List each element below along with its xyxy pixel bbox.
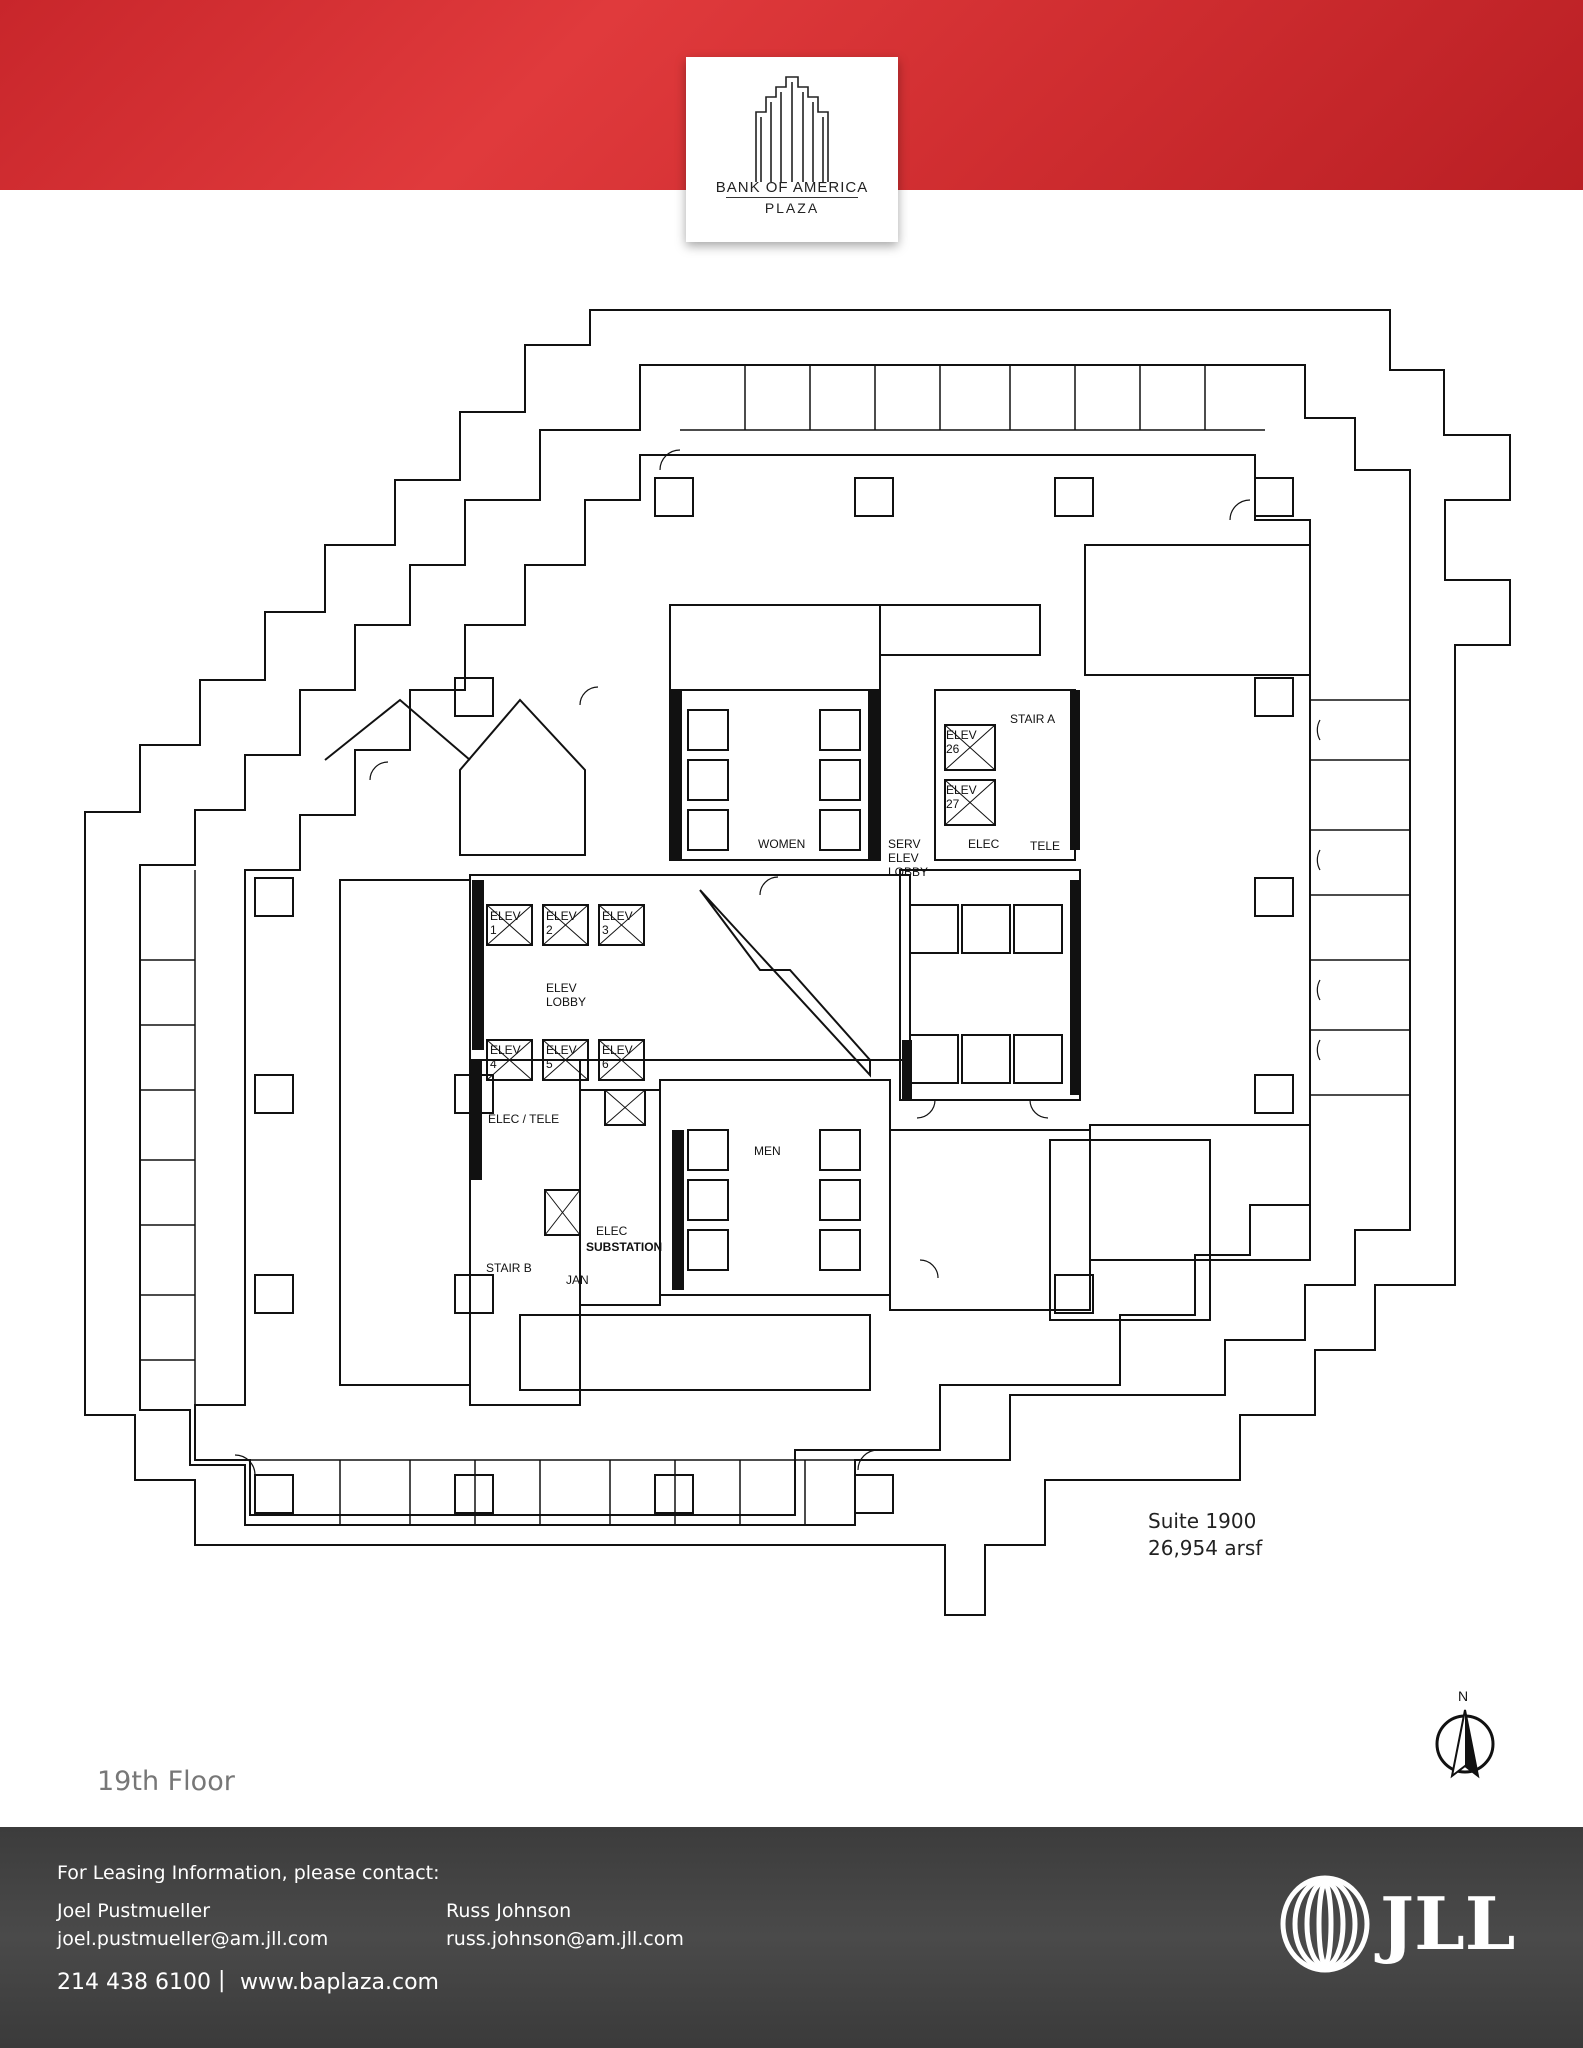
suite-info: Suite 1900 26,954 arsf	[1148, 1508, 1262, 1562]
logo-line2: PLAZA	[764, 200, 820, 216]
elev-2-label: ELEV	[546, 909, 577, 923]
men-restroom-label: MEN	[754, 1144, 781, 1158]
elec-tele-label: ELEC / TELE	[488, 1112, 560, 1126]
elev-27-number: 27	[946, 797, 960, 811]
website-link[interactable]: www.baplaza.com	[240, 1970, 439, 1995]
north-arrow: N	[1430, 1688, 1500, 1779]
elev-5-number: 5	[546, 1057, 553, 1071]
elev-4-label: ELEV	[490, 1043, 521, 1057]
tower-icon	[755, 76, 829, 182]
stair-a-label: STAIR A	[1010, 712, 1056, 726]
tele-room-label: TELE	[1030, 839, 1061, 853]
elec-room-label: ELEC	[968, 837, 1000, 851]
office-ring-inner	[194, 454, 1311, 1516]
elev-lobby-label-2: LOBBY	[546, 995, 587, 1009]
footer-separator: |	[218, 1968, 226, 1993]
north-label: N	[1458, 1688, 1469, 1704]
elev-5-label: ELEV	[546, 1043, 577, 1057]
janitor-label: JAN	[566, 1273, 589, 1287]
serv-elev-lobby-label-1: SERV	[888, 837, 921, 851]
jll-mark-icon	[1280, 1875, 1370, 1973]
elev-2-number: 2	[546, 923, 553, 937]
elev-6-number: 6	[602, 1057, 609, 1071]
stair-b-label: STAIR B	[486, 1261, 532, 1275]
suite-area: 26,954 arsf	[1148, 1536, 1263, 1560]
elev-4-number: 4	[490, 1057, 497, 1071]
serv-elev-lobby-label-2: ELEV	[888, 851, 919, 865]
outer-boundary	[84, 309, 1511, 1616]
elev-3-label: ELEV	[602, 909, 633, 923]
elev-6-label: ELEV	[602, 1043, 633, 1057]
contact2-name: Russ Johnson	[446, 1900, 572, 1922]
office-ring-outer	[139, 364, 1411, 1526]
floor-label: 19th Floor	[97, 1766, 235, 1797]
women-restroom-label: WOMEN	[758, 837, 806, 851]
elev-1-label: ELEV	[490, 909, 521, 923]
contact-heading: For Leasing Information, please contact:	[57, 1862, 440, 1884]
jll-wordmark: JLL	[1380, 1881, 1516, 1966]
building-logo: BANK OF AMERICA PLAZA	[686, 57, 898, 242]
elec-substation-label-2: SUBSTATION	[586, 1240, 663, 1254]
elev-lobby-label-1: ELEV	[546, 981, 577, 995]
logo-line1: BANK OF AMERICA	[715, 179, 869, 196]
contact1-name: Joel Pustmueller	[57, 1900, 211, 1922]
elev-1-number: 1	[490, 923, 497, 937]
elev-26-label: ELEV	[946, 728, 977, 742]
elev-3-number: 3	[602, 923, 609, 937]
floor-plan	[84, 309, 1511, 1616]
contact2-email[interactable]: russ.johnson@am.jll.com	[446, 1928, 684, 1950]
jll-logo: JLL	[1275, 1874, 1535, 1974]
elec-substation-label-1: ELEC	[596, 1224, 628, 1238]
suite-name: Suite 1900	[1148, 1509, 1257, 1533]
elev-27-label: ELEV	[946, 783, 977, 797]
logo-divider	[726, 197, 858, 198]
phone-number: 214 438 6100	[57, 1970, 211, 1995]
serv-elev-lobby-label-3: LOBBY	[888, 865, 929, 879]
contact1-email[interactable]: joel.pustmueller@am.jll.com	[57, 1928, 329, 1950]
elev-26-number: 26	[946, 742, 960, 756]
compass-icon	[1435, 1709, 1495, 1779]
